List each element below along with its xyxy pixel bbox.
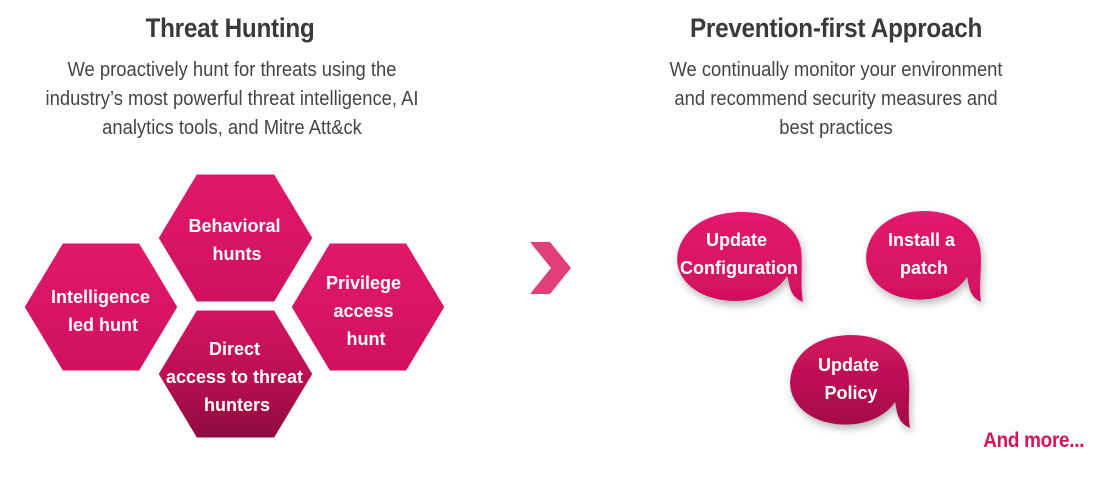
and-more-link[interactable]: And more... [983, 429, 1084, 452]
hexagon-direct-access: Direct access to threat hunters [155, 307, 316, 441]
bubble-label-line: Configuration [680, 258, 798, 278]
hexagon-label-line: led hunt [68, 315, 138, 335]
prevention-title: Prevention-first Approach [689, 13, 983, 43]
hexagon-behavioral-hunts: Behavioral hunts [155, 171, 316, 305]
hexagon-intelligence-led-hunt: Intelligence led hunt [21, 240, 181, 374]
bubble-update-policy [790, 335, 910, 428]
hexagon-label-line: hunters [204, 395, 270, 415]
hexagon-label-line: Privilege [326, 273, 401, 293]
hexagon-label-line: Intelligence [51, 287, 150, 307]
bubble-label: Install a patch [888, 230, 960, 278]
hexagon-label-line: access to threat [166, 367, 303, 387]
hexagon-label-line: Behavioral [188, 216, 280, 236]
threat-hunting-title: Threat Hunting [145, 13, 315, 43]
bubble-label-line: Update [818, 355, 879, 375]
hexagon-label: Direct access to threat hunters [166, 339, 308, 415]
threat-hunting-description: We proactively hunt for threats using th… [45, 59, 419, 139]
hexagon-label: Intelligence led hunt [51, 287, 155, 335]
bubble-label: Update Configuration [680, 230, 798, 278]
hexagon-label-line: hunts [213, 244, 262, 264]
hexagon-privilege-access-hunt: Privilege access hunt [288, 240, 448, 374]
bubble-label-line: patch [900, 258, 948, 278]
bubble-label-line: Install a [888, 230, 956, 250]
hexagon-label: Behavioral hunts [188, 216, 285, 264]
hexagon-label: Privilege access hunt [326, 273, 406, 349]
hexagon-label-line: Direct [209, 339, 260, 359]
bubble-label-line: Policy [824, 383, 877, 403]
bubble-label: Update Policy [818, 355, 884, 403]
bubble-label-line: Update [706, 230, 767, 250]
hexagon-label-line: hunt [347, 329, 386, 349]
bubble-install-patch [866, 211, 981, 302]
bubble-update-configuration [677, 212, 803, 302]
hexagon-label-line: access [333, 301, 393, 321]
prevention-description: We continually monitor your environment … [669, 59, 1003, 139]
chevron-right-icon [530, 242, 571, 294]
